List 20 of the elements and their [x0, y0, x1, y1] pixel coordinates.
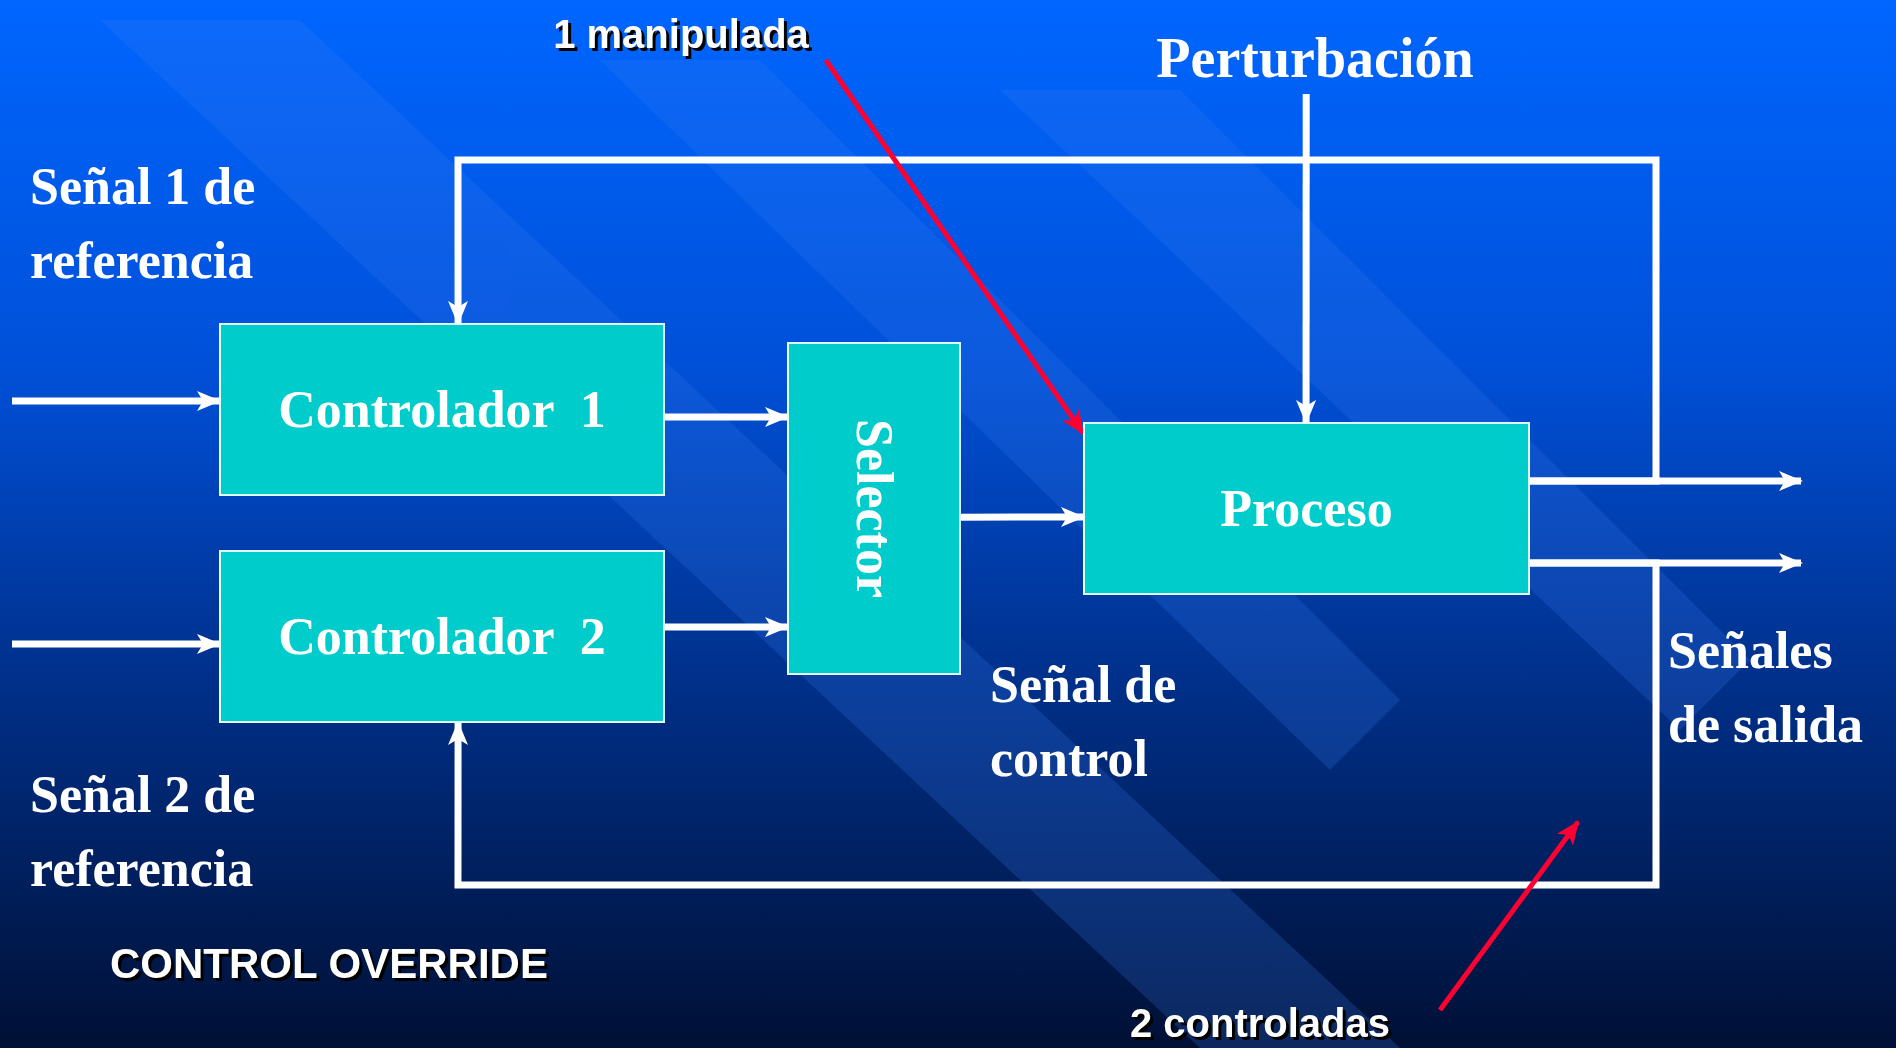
block-box: Controlador 1: [219, 323, 665, 496]
signal-label: Señales de salida: [1668, 621, 1865, 755]
block-box: Controlador 2: [219, 550, 665, 723]
arrow: [961, 507, 1085, 527]
arrow: [12, 633, 221, 654]
pointer-arrow: [1438, 820, 1580, 1012]
arrow: [448, 559, 1660, 889]
arrow: [448, 156, 1660, 485]
title: CONTROL OVERRIDE: [110, 939, 548, 989]
selector-box: Selector: [787, 342, 961, 675]
signal-label: Señal de control: [990, 655, 1178, 789]
node-text: 1 manipulada: [500, 8, 862, 60]
node-text: Perturbación: [1115, 22, 1515, 94]
arrow: [665, 617, 789, 638]
arrow: [12, 391, 221, 411]
block-box: Proceso: [1083, 422, 1530, 595]
signal-label: Señal 1 de referencia: [30, 157, 257, 291]
node-text: 2 controladas: [1080, 1000, 1440, 1046]
signal-label: Señal 2 de referencia: [30, 765, 257, 899]
arrow: [665, 406, 789, 427]
